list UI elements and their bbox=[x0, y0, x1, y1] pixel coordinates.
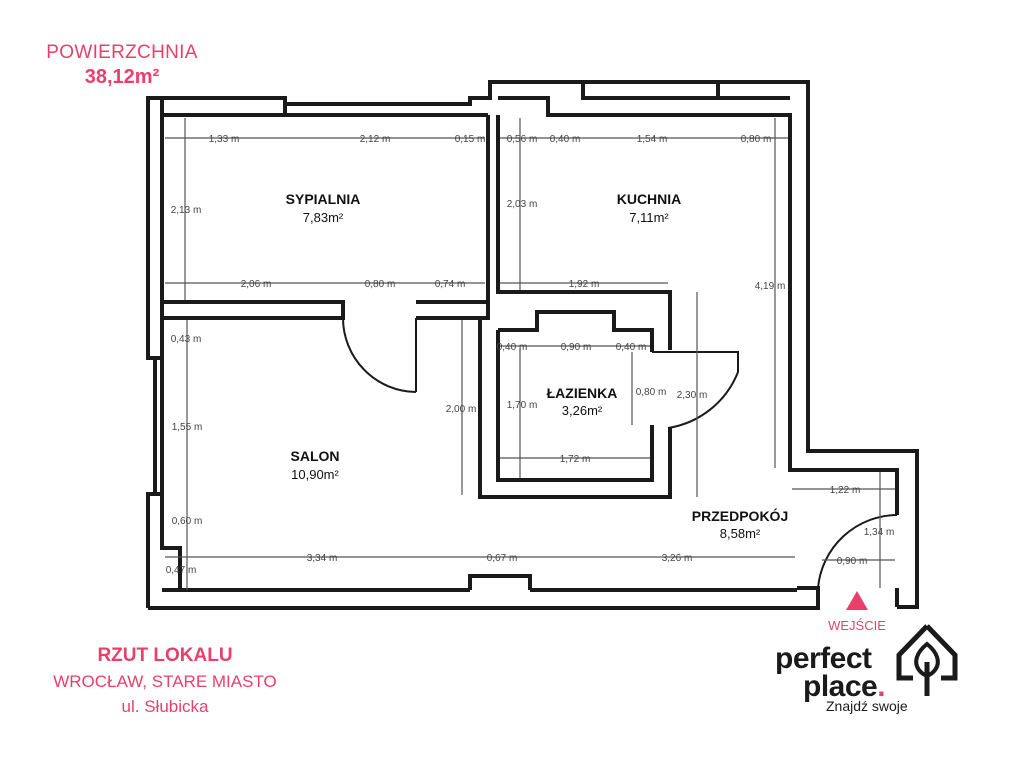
brand-line1: perfect bbox=[775, 642, 872, 675]
dim-label: 0,15 m bbox=[455, 134, 486, 145]
dim-label: 2,12 m bbox=[360, 134, 391, 145]
room-name-kuchnia: KUCHNIA bbox=[617, 191, 682, 207]
dim-label: 1,72 m bbox=[560, 454, 591, 465]
bedroom-door bbox=[342, 317, 417, 393]
brand-dot: . bbox=[877, 670, 886, 703]
brand-line2-text: place bbox=[803, 670, 878, 703]
dim-label: 2,13 m bbox=[171, 205, 202, 216]
dim-label: 2,03 m bbox=[507, 199, 538, 210]
dim-label: 0,40 m bbox=[616, 342, 647, 353]
room-area-kuchnia: 7,11m² bbox=[629, 210, 669, 225]
room-area-przedpokoj: 8,58m² bbox=[720, 526, 761, 541]
dim-label: 3,34 m bbox=[307, 553, 338, 564]
dim-label: 1,55 m bbox=[172, 422, 203, 433]
dim-label: 1,54 m bbox=[637, 134, 668, 145]
dim-label: 0,67 m bbox=[487, 553, 518, 564]
plan-title: RZUT LOKALU bbox=[97, 645, 233, 666]
dim-label: 0,60 m bbox=[172, 516, 203, 527]
plan-caption: RZUT LOKALU WROCŁAW, STARE MIASTO ul. Sł… bbox=[20, 645, 310, 717]
dim-label: 0,80 m bbox=[636, 387, 667, 398]
entrance-door bbox=[817, 514, 898, 589]
dimension-labels: 1,33 m 2,12 m 0,15 m 0,56 m 0,40 m 1,54 … bbox=[166, 134, 895, 576]
room-labels: SYPIALNIA 7,83m² KUCHNIA 7,11m² ŁAZIENKA… bbox=[286, 191, 789, 541]
room-name-salon: SALON bbox=[291, 448, 340, 464]
dim-label: 4,19 m bbox=[755, 281, 786, 292]
dim-label: 2,00 m bbox=[446, 404, 477, 415]
tree-house-icon bbox=[896, 624, 958, 696]
dim-label: 0,40 m bbox=[550, 134, 581, 145]
dim-label: 0,43 m bbox=[171, 334, 202, 345]
room-name-sypialnia: SYPIALNIA bbox=[286, 191, 361, 207]
doors bbox=[342, 317, 898, 589]
dim-label: 1,92 m bbox=[569, 279, 600, 290]
dim-label: 0,40 m bbox=[497, 342, 528, 353]
room-area-sypialnia: 7,83m² bbox=[303, 210, 344, 225]
dim-label: 0,80 m bbox=[365, 279, 396, 290]
room-name-przedpokoj: PRZEDPOKÓJ bbox=[692, 507, 788, 524]
dim-label: 0,56 m bbox=[507, 134, 538, 145]
dim-label: 1,70 m bbox=[507, 400, 538, 411]
dim-label: 3,26 m bbox=[662, 553, 693, 564]
area-summary: POWIERZCHNIA 38,12m² bbox=[32, 42, 212, 89]
area-value: 38,12m² bbox=[84, 66, 160, 88]
dim-label: 0,80 m bbox=[741, 134, 772, 145]
triangle-up-icon bbox=[846, 591, 868, 610]
room-area-salon: 10,90m² bbox=[291, 467, 339, 482]
walls bbox=[146, 80, 919, 610]
room-name-lazienka: ŁAZIENKA bbox=[547, 385, 618, 401]
dim-label: 0,90 m bbox=[561, 342, 592, 353]
dim-label: 2,30 m bbox=[677, 390, 708, 401]
dim-label: 1,33 m bbox=[209, 134, 240, 145]
area-label: POWIERZCHNIA bbox=[46, 42, 198, 63]
plan-street: ul. Słubicka bbox=[121, 697, 209, 716]
dim-label: 1,34 m bbox=[864, 527, 895, 538]
brand-logo: perfect place. Znajdź swoje bbox=[773, 620, 963, 720]
dimension-lines bbox=[165, 118, 895, 590]
dim-label: 1,22 m bbox=[830, 485, 861, 496]
dim-label: 0,74 m bbox=[435, 279, 466, 290]
plan-city: WROCŁAW, STARE MIASTO bbox=[53, 672, 277, 691]
dim-label: 2,06 m bbox=[241, 279, 272, 290]
dim-label: 0,47 m bbox=[166, 565, 197, 576]
bathroom-door bbox=[652, 351, 739, 429]
brand-tagline: Znajdź swoje bbox=[826, 698, 908, 714]
brand-line2: place. bbox=[803, 670, 886, 703]
entrance-label: WEJŚCIE bbox=[828, 618, 886, 633]
dim-label: 0,90 m bbox=[837, 556, 868, 567]
room-area-lazienka: 3,26m² bbox=[562, 403, 603, 418]
